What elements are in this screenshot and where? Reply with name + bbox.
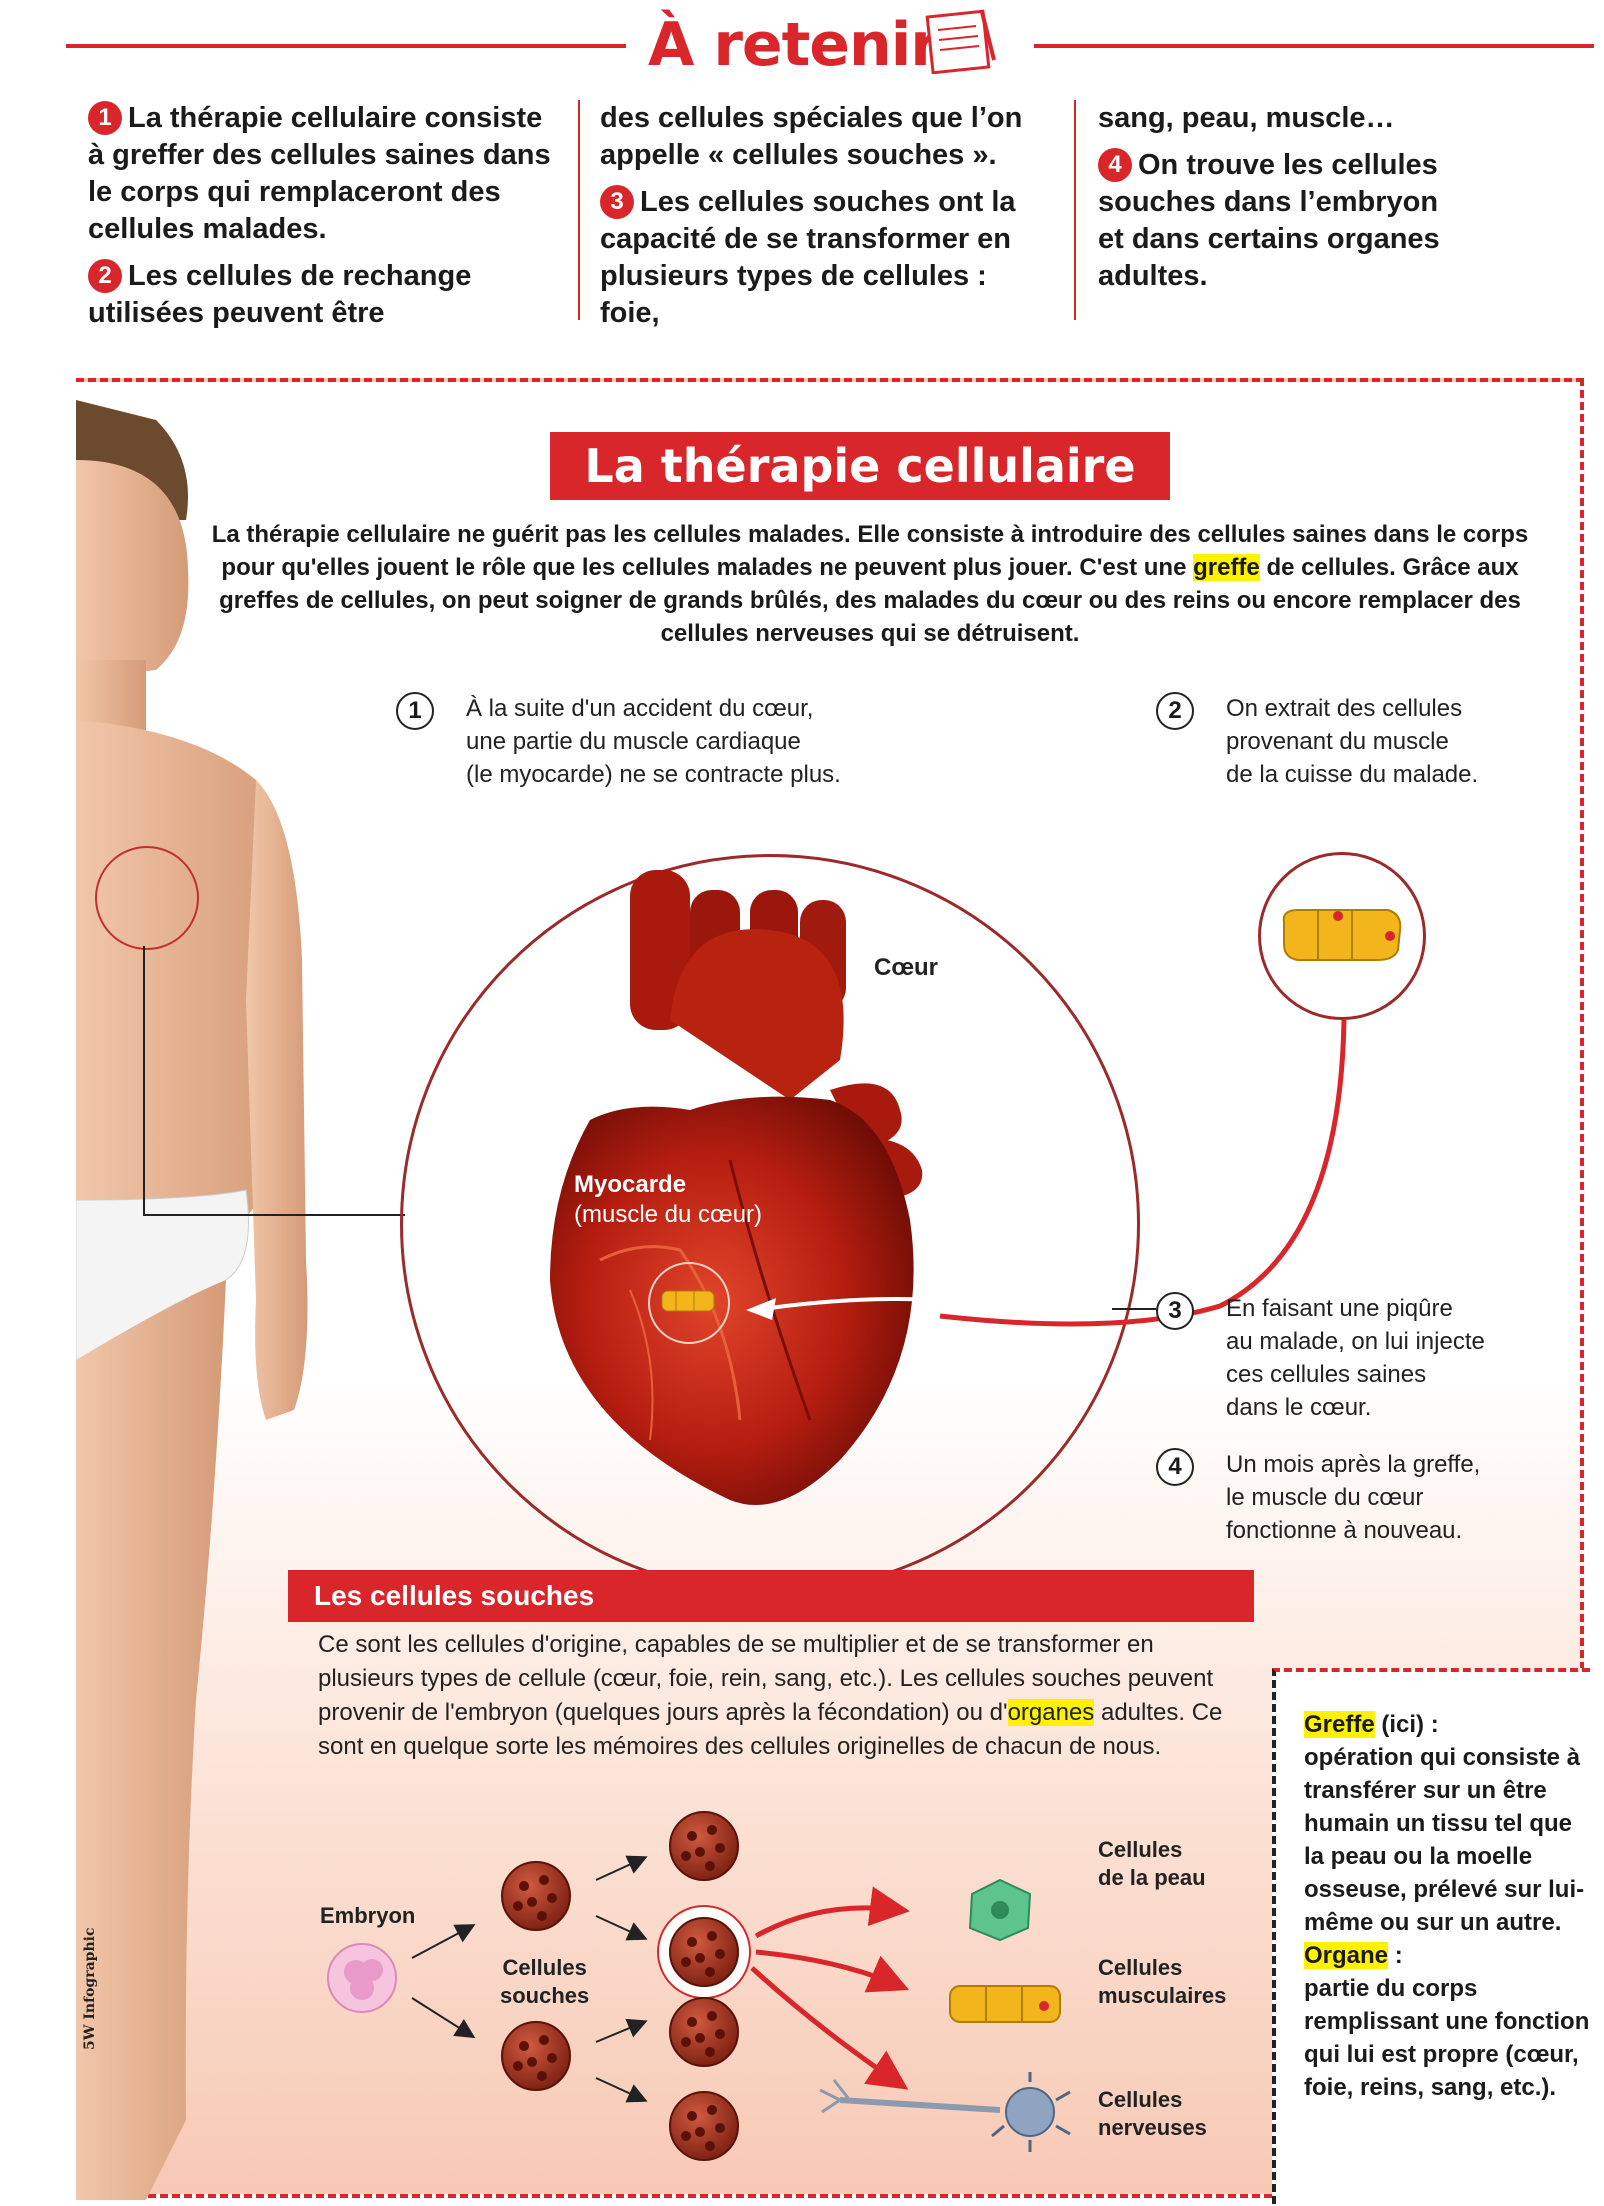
number-badge: 4 — [1098, 148, 1132, 182]
label-line: de la peau — [1098, 1865, 1206, 1890]
retenir-text: On trouve les cellules souches dans l’em… — [1098, 149, 1440, 292]
step-2-text: On extrait des cellules provenant du mus… — [1226, 692, 1478, 791]
nerve-cells-label: Cellules nerveuses — [1098, 2086, 1207, 2142]
header-rule-left — [66, 44, 626, 48]
main-title: La thérapie cellulaire — [550, 432, 1170, 500]
highlight-organes: organes — [1007, 1699, 1095, 1726]
step-line: (le myocarde) ne se contracte plus. — [466, 761, 841, 788]
stem-cells-title: Les cellules souches — [288, 1570, 1254, 1622]
label-line: Cellules — [1098, 2087, 1183, 2112]
intro-paragraph: La thérapie cellulaire ne guérit pas les… — [200, 518, 1540, 650]
number-badge: 1 — [88, 101, 122, 135]
label-line: Cellules — [502, 1955, 587, 1980]
embryo-label: Embryon — [320, 1903, 416, 1928]
injection-site-circle — [648, 1262, 730, 1344]
stem-text: Ce sont les cellules d'origine, capables… — [318, 1631, 1214, 1726]
step-number-4: 4 — [1156, 1448, 1194, 1486]
retenir-text: La thérapie cellulaire consiste à greffe… — [88, 102, 551, 245]
definitions-text: Greffe (ici) : opération qui consiste à … — [1304, 1708, 1594, 2104]
stem-cell-diagram — [327, 1811, 1071, 2161]
number-badge: 2 — [88, 259, 122, 293]
retenir-text: sang, peau, muscle… — [1098, 102, 1395, 134]
myocarde-subtitle: (muscle du cœur) — [574, 1201, 763, 1228]
step-line: une partie du muscle cardiaque — [466, 728, 801, 755]
retenir-text: des cellules spéciales que l’on appelle … — [600, 102, 1023, 171]
intro-text: de cellules. Grâce aux greffes de cellul… — [219, 554, 1521, 647]
thigh-muscle-cell-icon — [1282, 909, 1402, 961]
stem-cells-label: Cellules souches — [500, 1954, 589, 2010]
step-number-1: 1 — [396, 692, 434, 730]
step-number-2: 2 — [1156, 692, 1194, 730]
skin-cells-label: Cellules de la peau — [1098, 1836, 1206, 1892]
definition-suffix: (ici) : — [1374, 1711, 1439, 1738]
step-4-text: Un mois après la greffe, le muscle du cœ… — [1226, 1448, 1480, 1547]
column-divider — [1074, 100, 1076, 320]
muscle-cell-icon — [661, 1290, 715, 1312]
header-title: À retenir — [648, 10, 940, 80]
muscle-cells-label: Cellules musculaires — [1098, 1954, 1226, 2010]
column-divider — [578, 100, 580, 320]
retenir-column-2: des cellules spéciales que l’on appelle … — [600, 100, 1050, 342]
step-line: Un mois après la greffe, — [1226, 1451, 1481, 1478]
notepad-icon — [925, 9, 996, 74]
heart-illustration — [550, 870, 923, 1505]
connector-line — [143, 946, 145, 1216]
definition-term-greffe: Greffe — [1304, 1711, 1375, 1738]
step-3-text: En faisant une piqûre au malade, on lui … — [1226, 1292, 1485, 1424]
stem-text: adultes. Ce sont en quelque sorte les mé… — [318, 1699, 1223, 1760]
definition-suffix: : — [1388, 1942, 1403, 1969]
definition-term-organe: Organe — [1304, 1942, 1389, 1969]
step-line: En faisant une piqûre — [1226, 1295, 1453, 1322]
definitions-box — [1272, 1668, 1590, 2204]
step-line: dans le cœur. — [1226, 1394, 1372, 1421]
definition-organe: partie du corps remplissant une fonction… — [1304, 1975, 1590, 2101]
label-line: souches — [500, 1983, 590, 2008]
step-line: ces cellules saines — [1226, 1361, 1427, 1388]
step-line: de la cuisse du malade. — [1226, 761, 1479, 788]
header-rule-right — [1034, 44, 1594, 48]
label-line: Cellules — [1098, 1955, 1183, 1980]
injection-arrow — [746, 1297, 937, 1320]
stem-cells-text: Ce sont les cellules d'origine, capables… — [318, 1628, 1238, 1764]
intro-text: La thérapie cellulaire ne guérit pas les… — [211, 521, 1529, 581]
highlight-greffe: greffe — [1193, 554, 1260, 581]
step-line: fonctionne à nouveau. — [1226, 1517, 1463, 1544]
step-line: au malade, on lui injecte — [1226, 1328, 1485, 1355]
credit-label: 5W Infographic — [82, 1927, 98, 2050]
heart-label: Cœur — [874, 954, 938, 981]
step-1-text: À la suite d'un accident du cœur, une pa… — [466, 692, 841, 791]
retenir-text: Les cellules souches ont la capacité de … — [600, 186, 1016, 329]
retenir-text: Les cellules de rechange utilisées peuve… — [88, 260, 472, 329]
step-number-3: 3 — [1156, 1292, 1194, 1330]
label-line: Cellules — [1098, 1837, 1183, 1862]
connector-line — [143, 1214, 405, 1216]
label-line: nerveuses — [1098, 2115, 1207, 2140]
step-line: le muscle du cœur — [1226, 1484, 1424, 1511]
step-line: À la suite d'un accident du cœur, — [466, 695, 814, 722]
step-line: provenant du muscle — [1226, 728, 1449, 755]
definition-greffe: opération qui consiste à transférer sur … — [1304, 1744, 1585, 1936]
step-line: On extrait des cellules — [1226, 695, 1463, 722]
chest-marker-circle — [95, 846, 199, 950]
myocarde-title: Myocarde — [574, 1171, 687, 1198]
transfer-curve — [939, 1019, 1347, 1327]
myocarde-label: Myocarde (muscle du cœur) — [574, 1170, 762, 1230]
label-line: musculaires — [1098, 1983, 1227, 2008]
number-badge: 3 — [600, 185, 634, 219]
step-3-connector — [1112, 1308, 1156, 1310]
